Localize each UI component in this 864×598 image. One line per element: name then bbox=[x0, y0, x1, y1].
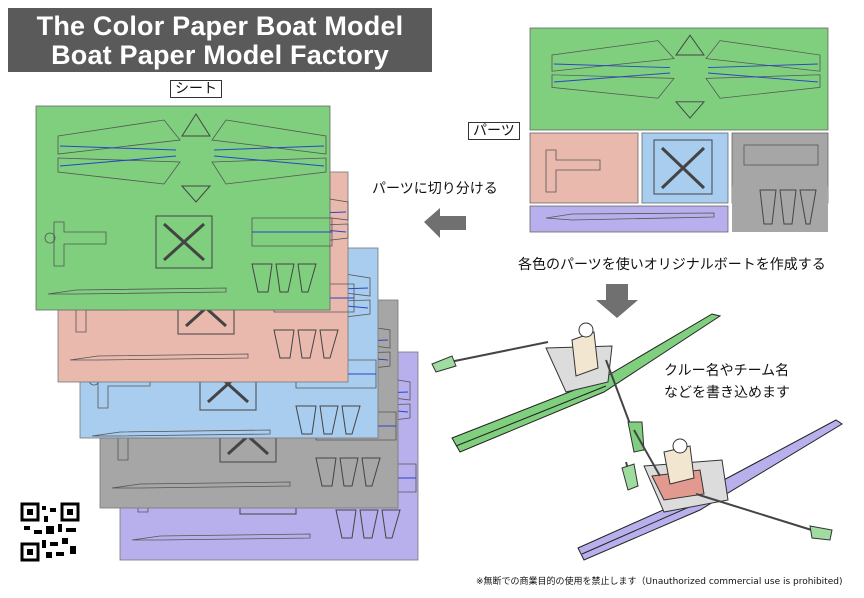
green-boat bbox=[431, 313, 722, 453]
title-line-2: Boat Paper Model Factory bbox=[51, 40, 389, 70]
write-names-text-1: クルー名やチーム名 bbox=[664, 363, 790, 379]
parts-label: パーツ bbox=[468, 122, 520, 140]
write-names-text-2: などを書き込めます bbox=[664, 385, 790, 401]
sheet-green bbox=[35, 105, 334, 311]
purple-boat bbox=[577, 419, 843, 561]
title-line-1: The Color Paper Boat Model bbox=[36, 11, 404, 41]
cut-parts-text: パーツに切り分ける bbox=[372, 181, 498, 197]
parts-layout bbox=[529, 27, 829, 233]
qr-code-icon bbox=[20, 502, 80, 562]
footnote: ※無断での商業目的の使用を禁止します（Unauthorized commerci… bbox=[476, 577, 843, 587]
arrow-left-icon bbox=[424, 208, 466, 238]
title-box: The Color Paper Boat Model Boat Paper Mo… bbox=[8, 8, 432, 72]
sheet-label: シート bbox=[170, 80, 222, 98]
arrow-down-icon bbox=[596, 284, 638, 318]
create-boat-text: 各色のパーツを使いオリジナルボートを作成する bbox=[518, 257, 826, 273]
